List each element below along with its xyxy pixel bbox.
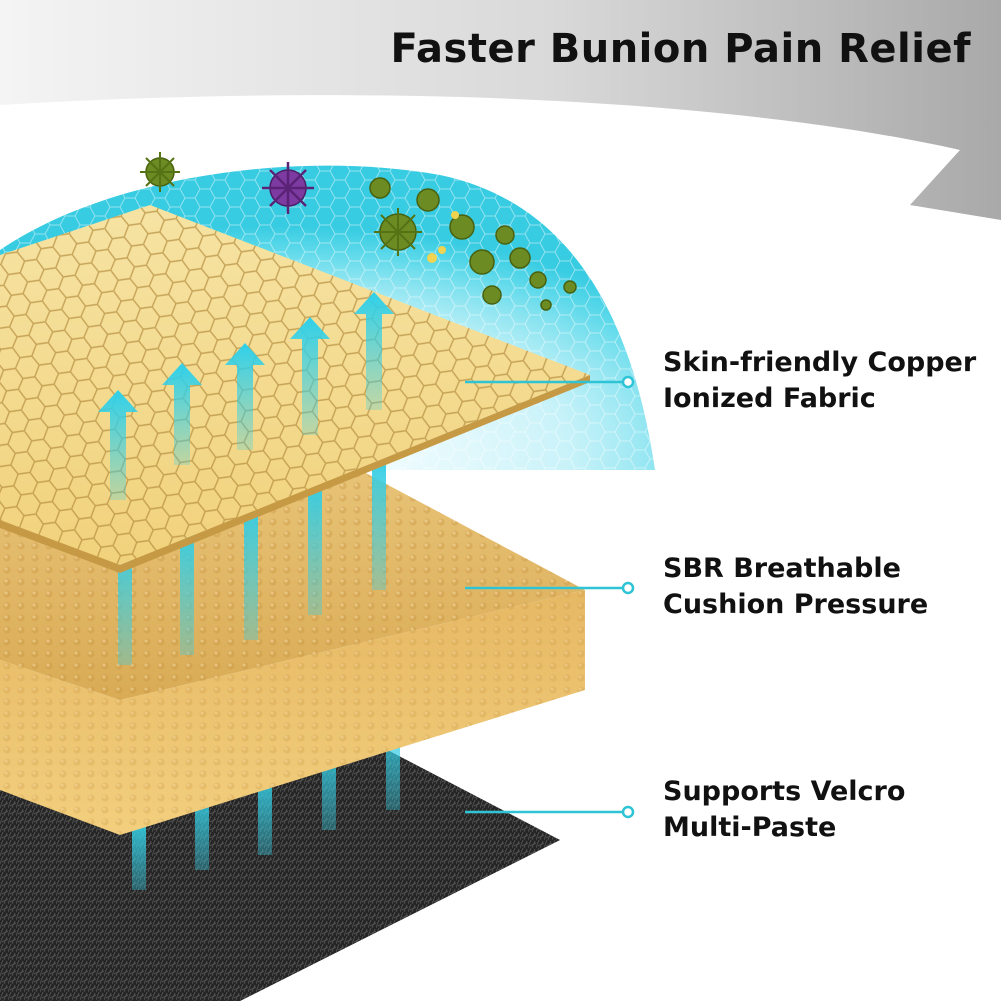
layer-label-line: Cushion Pressure [663, 589, 929, 620]
layer-label-line: SBR Breathable [663, 553, 901, 584]
layer-label-line: Ionized Fabric [663, 383, 876, 414]
page-title: Faster Bunion Pain Relief [390, 26, 971, 72]
callout-dot-icon [621, 805, 635, 819]
layer-label-fabric: Skin-friendly Copper Ionized Fabric [663, 345, 976, 417]
header-banner [0, 0, 1001, 220]
layer-label-line: Multi-Paste [663, 812, 837, 843]
callout-dot-icon [621, 581, 635, 595]
layer-label-line: Skin-friendly Copper [663, 347, 977, 378]
callout-dot-icon [621, 375, 635, 389]
airflow-beams-middle [118, 465, 386, 665]
layer-label-line: Supports Velcro [663, 776, 906, 807]
layer-label-foam: SBR Breathable Cushion Pressure [663, 551, 928, 623]
layer-label-velcro: Supports Velcro Multi-Paste [663, 774, 905, 846]
upward-arrow-icon [98, 292, 394, 500]
bacteria-icon [140, 152, 577, 311]
callout-lines [465, 375, 635, 819]
fabric-layer [0, 205, 590, 573]
